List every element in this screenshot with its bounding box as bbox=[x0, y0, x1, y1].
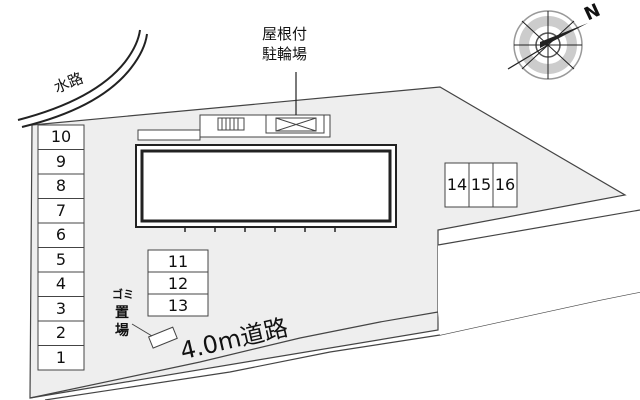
waterway-line-inner bbox=[21, 33, 148, 128]
road-edge-upper bbox=[29, 311, 439, 399]
roofed-parking-label-line2: 駐輪場 bbox=[262, 45, 308, 63]
parking-slot-7: 7 bbox=[55, 200, 67, 220]
garbage-area-box bbox=[147, 326, 178, 349]
parking-slot-10: 10 bbox=[50, 127, 72, 146]
garbage-label-line3: 場 bbox=[115, 323, 129, 339]
parking-slot-9: 9 bbox=[55, 151, 67, 171]
roofed-parking-label-line1: 屋根付 bbox=[262, 25, 308, 43]
bike-rack-stripes bbox=[217, 117, 245, 131]
parking-slot-8: 8 bbox=[55, 176, 67, 195]
roofed-parking-cross bbox=[275, 117, 317, 132]
garbage-label: ゴミ 置 場 bbox=[112, 286, 134, 340]
parking-middle-block bbox=[147, 249, 209, 317]
parking-slot-13: 13 bbox=[167, 296, 189, 315]
roofed-parking-label: 屋根付 駐輪場 bbox=[262, 24, 307, 64]
road-edge-right bbox=[437, 209, 640, 246]
parking-right-block bbox=[444, 162, 518, 208]
parking-slot-4: 4 bbox=[55, 274, 67, 293]
parking-slot-5: 5 bbox=[55, 249, 67, 269]
annex-left bbox=[137, 129, 201, 141]
parking-left-column bbox=[37, 124, 85, 371]
parking-slot-6: 6 bbox=[55, 225, 67, 244]
parking-slot-2: 2 bbox=[55, 323, 67, 342]
parking-slot-12: 12 bbox=[167, 274, 189, 293]
parking-slot-15: 15 bbox=[470, 175, 492, 194]
garbage-leader bbox=[131, 323, 153, 337]
road-fill bbox=[438, 210, 640, 335]
parking-slot-14: 14 bbox=[446, 175, 468, 194]
building-ticks bbox=[184, 227, 336, 232]
waterway-line-outer bbox=[17, 29, 141, 121]
building-inner bbox=[140, 149, 392, 223]
compass-icon bbox=[507, 10, 588, 80]
garbage-label-line2: 置 bbox=[115, 305, 129, 321]
garbage-label-line1: ゴミ bbox=[112, 288, 134, 301]
parking-slot-16: 16 bbox=[494, 175, 516, 194]
parking-slot-1: 1 bbox=[55, 347, 67, 367]
parking-slot-3: 3 bbox=[55, 298, 67, 318]
parking-slot-11: 11 bbox=[167, 252, 189, 271]
